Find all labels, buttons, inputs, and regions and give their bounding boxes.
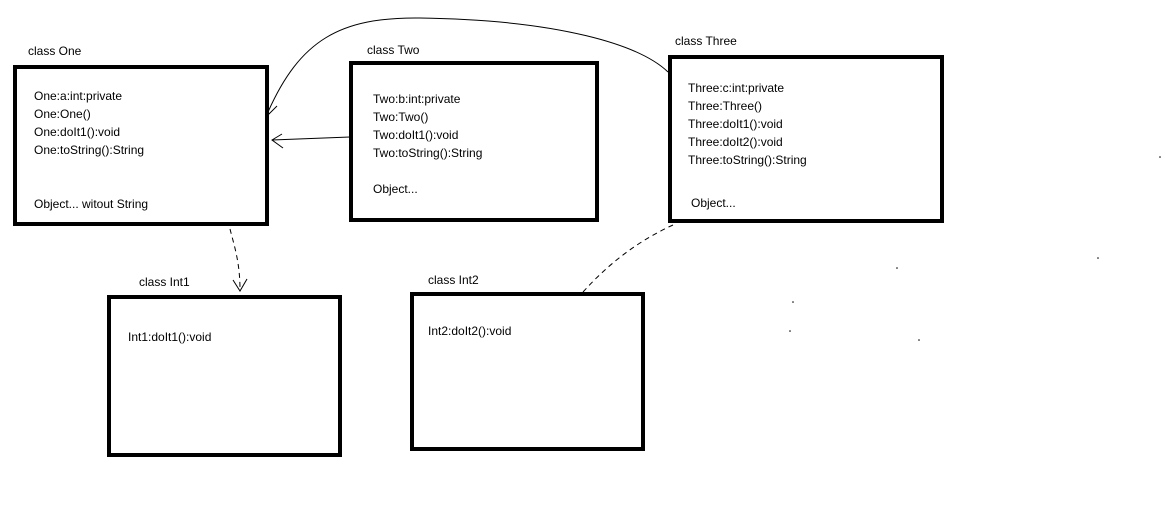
class-three-member: Three:doIt2():void [688,135,783,149]
class-one-member: One:One() [34,107,91,121]
class-two-member: Two:Two() [373,110,429,124]
class-one-box: One:a:int:private One:One() One:doIt1():… [13,65,269,226]
stray-dot [918,339,920,341]
class-two-title: class Two [367,43,420,57]
class-one-member: One:toString():String [34,143,145,157]
two-to-one-connector [271,136,351,141]
class-two-member: Two:toString():String [373,146,483,160]
class-two-member: Two:b:int:private [373,92,461,106]
one-to-int1-arrowhead [232,278,248,292]
three-to-one-connector [267,17,669,113]
stray-dot [1097,257,1099,259]
two-to-one-arrowhead [271,133,284,149]
class-three-title: class Three [675,34,737,48]
class-two-box: Two:b:int:private Two:Two() Two:doIt1():… [349,61,599,222]
stray-dot [789,330,791,332]
class-three-member: Three:doIt1():void [688,117,783,131]
class-one-note: Object... witout String [34,197,149,211]
class-one-member: One:a:int:private [34,89,123,103]
class-one-title: class One [28,44,82,58]
class-one-member: One:doIt1():void [34,125,121,139]
class-three-member: Three:toString():String [688,153,807,167]
class-int2-box: Int2:doIt2():void [410,292,645,451]
class-two-member: Two:doIt1():void [373,128,459,142]
class-int2-title: class Int2 [428,273,479,287]
class-int1-box: Int1:doIt1():void [107,295,342,457]
class-int1-member: Int1:doIt1():void [128,330,212,344]
class-three-box: Three:c:int:private Three:Three() Three:… [668,55,944,223]
class-three-member: Three:Three() [688,99,763,113]
stray-dot [896,267,898,269]
class-three-member: Three:c:int:private [688,81,785,95]
one-to-int1-connector [229,228,241,291]
stray-dot [1159,156,1161,158]
stray-dot [792,301,794,303]
class-int2-member: Int2:doIt2():void [428,324,512,338]
class-int1-title: class Int1 [139,275,190,289]
class-three-note: Object... [691,196,736,210]
class-two-note: Object... [373,182,418,196]
three-to-int2-connector [582,224,674,293]
